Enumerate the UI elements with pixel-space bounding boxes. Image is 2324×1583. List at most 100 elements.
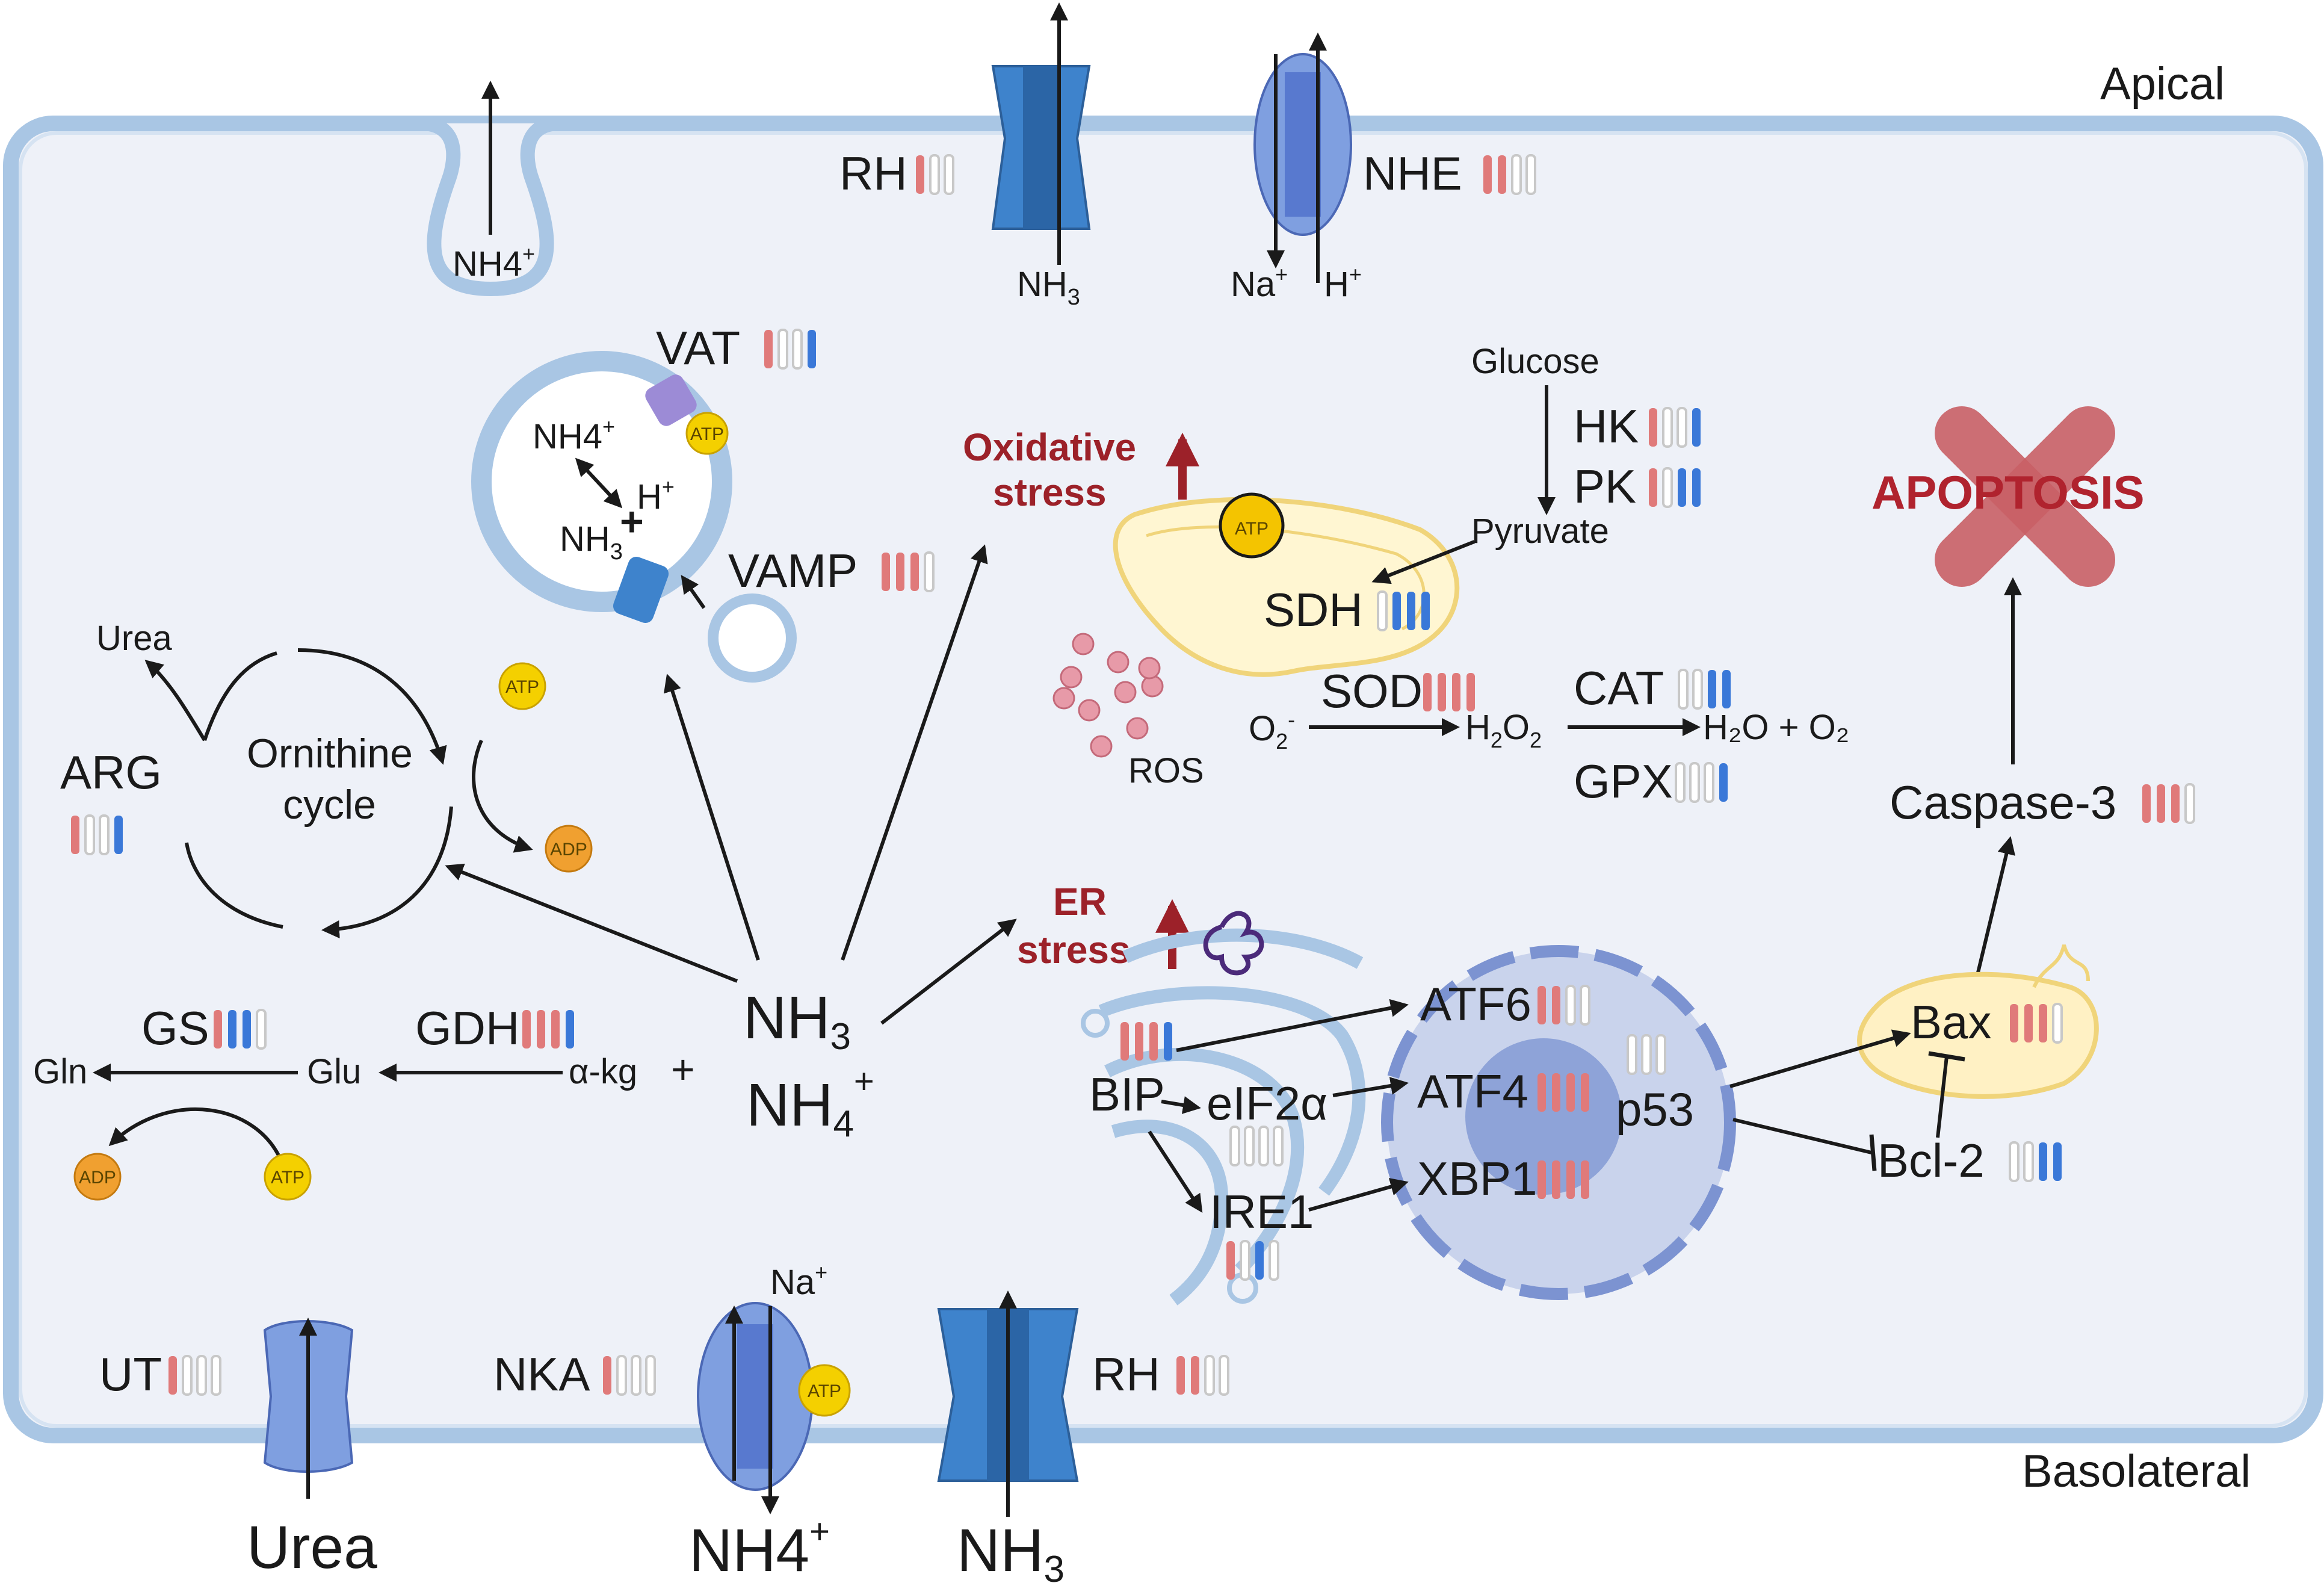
expression-bar-up bbox=[1552, 986, 1560, 1024]
expression-bar-up bbox=[1566, 1160, 1575, 1199]
expression-bar-up bbox=[916, 155, 924, 194]
expression-bar-none bbox=[616, 1355, 627, 1396]
expr-arg bbox=[71, 814, 123, 855]
gs-adp: ADP bbox=[73, 1153, 122, 1201]
svg-text:H+: H+ bbox=[637, 474, 675, 516]
expression-bar-none bbox=[924, 551, 935, 592]
svg-text:NH4+: NH4+ bbox=[453, 241, 535, 283]
expression-bar-none bbox=[1244, 1126, 1255, 1166]
expression-bar-none bbox=[1273, 1126, 1284, 1166]
rh-baso-nh3: NH bbox=[957, 1517, 1043, 1583]
expr-bip bbox=[1120, 1022, 1172, 1061]
expression-bar-up bbox=[1191, 1356, 1199, 1395]
vesicle-nh4: NH4 bbox=[533, 417, 602, 456]
central-nh4-sub: 4 bbox=[833, 1103, 853, 1145]
expression-bar-none bbox=[929, 154, 940, 195]
svg-text:NH4+: NH4+ bbox=[533, 414, 615, 456]
gs-label: GS bbox=[141, 1002, 209, 1055]
expression-bar-none bbox=[1675, 762, 1686, 803]
expression-bar-up bbox=[1176, 1356, 1185, 1395]
expression-bar-up bbox=[2024, 1004, 2033, 1042]
ornithine-adp-text: ADP bbox=[550, 840, 587, 860]
expression-bar-none bbox=[1689, 762, 1700, 803]
vamp-vesicle bbox=[681, 575, 797, 683]
svg-text:H+: H+ bbox=[1324, 262, 1362, 304]
expression-bar-none bbox=[256, 1009, 267, 1050]
expr-vamp bbox=[882, 551, 935, 592]
expression-bar-none bbox=[1662, 407, 1673, 448]
nka-atp-text: ATP bbox=[808, 1381, 841, 1401]
nhe-na: Na bbox=[1231, 265, 1276, 304]
expr-bcl2 bbox=[2009, 1141, 2062, 1182]
expression-bar-up bbox=[1466, 673, 1475, 711]
expression-bar-up bbox=[1566, 1073, 1575, 1112]
expression-bar-down bbox=[1708, 670, 1716, 708]
rh-apical-label: RH bbox=[839, 147, 907, 200]
expression-bar-none bbox=[792, 329, 803, 370]
nka-na: Na bbox=[770, 1263, 815, 1302]
rh-apical-nh3: NH bbox=[1017, 265, 1068, 304]
expression-bar-up bbox=[1423, 673, 1432, 711]
central-nh4-sup: + bbox=[854, 1062, 874, 1101]
h2o-o2-label: H₂O + O₂ bbox=[1703, 708, 1849, 747]
arg-label: ARG bbox=[60, 746, 162, 799]
expression-bar-up bbox=[896, 553, 904, 591]
expression-bar-up bbox=[1498, 155, 1506, 194]
apical-nh4-label: NH4 bbox=[453, 244, 522, 283]
expression-bar-up bbox=[1149, 1022, 1158, 1061]
expression-bar-up bbox=[1483, 155, 1492, 194]
expression-bar-up bbox=[1552, 1160, 1560, 1199]
sdh-label: SDH bbox=[1264, 583, 1363, 636]
expression-bar-down bbox=[228, 1010, 236, 1049]
expr-atf6 bbox=[1537, 985, 1590, 1026]
svg-text:NH3: NH3 bbox=[560, 519, 623, 565]
expression-bar-none bbox=[1269, 1240, 1279, 1281]
expr-sod bbox=[1423, 673, 1475, 711]
expr-rh-apical bbox=[916, 154, 954, 195]
expression-bar-up bbox=[1135, 1022, 1143, 1061]
expression-bar-none bbox=[99, 814, 110, 855]
expr-rh-baso bbox=[1176, 1355, 1229, 1396]
expression-bar-up bbox=[603, 1356, 611, 1395]
expression-bar-none bbox=[1641, 1034, 1652, 1075]
expr-p53 bbox=[1627, 1034, 1666, 1075]
expr-gdh bbox=[522, 1010, 574, 1049]
sod-label: SOD bbox=[1321, 664, 1423, 717]
expr-sdh bbox=[1377, 590, 1430, 631]
expression-bar-none bbox=[777, 329, 788, 370]
endocytosis-pocket: NH4+ bbox=[421, 81, 560, 297]
nhe-h: H bbox=[1324, 265, 1349, 304]
expr-atf4 bbox=[1537, 1073, 1589, 1112]
svg-text:NH3: NH3 bbox=[1017, 265, 1080, 310]
expression-bar-none bbox=[2009, 1141, 2020, 1182]
gpx-label: GPX bbox=[1574, 755, 1673, 808]
gs-atp-text: ATP bbox=[271, 1168, 304, 1188]
expression-bar-none bbox=[645, 1355, 656, 1396]
mitochondrion-atp: ATP bbox=[1219, 492, 1285, 559]
expression-bar-up bbox=[71, 816, 79, 854]
expr-ut bbox=[168, 1355, 221, 1396]
expression-bar-down bbox=[2053, 1142, 2062, 1181]
ornithine-atp-text: ATP bbox=[505, 677, 539, 697]
svg-text:NH3: NH3 bbox=[957, 1517, 1065, 1583]
secretory-vesicle: ATP bbox=[471, 351, 732, 624]
akg-label: α-kg bbox=[569, 1052, 637, 1091]
vesicle-nh4-sup: + bbox=[602, 414, 615, 439]
expression-bar-up bbox=[214, 1010, 222, 1049]
expr-xbp1 bbox=[1537, 1160, 1589, 1199]
nhe-na-sup: + bbox=[1275, 262, 1288, 287]
expression-bar-down bbox=[1164, 1022, 1172, 1061]
expression-bar-none bbox=[1525, 154, 1536, 195]
basolateral-label: Basolateral bbox=[2022, 1446, 2251, 1497]
ornithine-urea: Urea bbox=[96, 619, 172, 658]
apical-label: Apical bbox=[2100, 58, 2225, 110]
nka-nh4: NH4 bbox=[689, 1517, 809, 1583]
expression-bar-up bbox=[2142, 784, 2151, 823]
expression-bar-up bbox=[1452, 673, 1460, 711]
bax-mitochondrion bbox=[1857, 944, 2099, 1099]
ire1-label: IRE1 bbox=[1210, 1185, 1314, 1238]
expression-bar-none bbox=[1377, 590, 1388, 631]
expression-bar-none bbox=[1229, 1126, 1240, 1166]
svg-text:Na+: Na+ bbox=[770, 1260, 827, 1302]
eif2a-label: eIF2α bbox=[1207, 1077, 1327, 1130]
